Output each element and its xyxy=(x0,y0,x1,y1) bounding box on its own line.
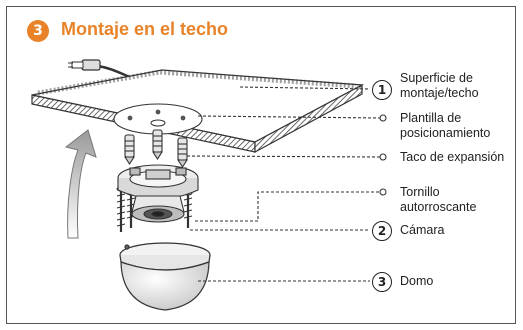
instruction-panel xyxy=(6,6,516,324)
positioning-template xyxy=(113,103,203,135)
template-label: Plantilla de posicionamiento xyxy=(400,111,491,140)
dome-cover xyxy=(119,242,211,311)
surface-number-marker: 1 xyxy=(372,80,392,100)
screw-label: Tornillo autorroscante xyxy=(400,185,477,214)
camera-base xyxy=(117,164,199,223)
cable-icon xyxy=(68,59,133,80)
camera-label: Cámara xyxy=(400,223,445,237)
install-direction-arrow xyxy=(64,129,97,239)
callout-lines xyxy=(186,86,381,282)
anchor-callout-dot xyxy=(379,153,387,161)
anchor-label: Taco de expansión xyxy=(400,150,505,164)
step-number-badge: 3 xyxy=(27,20,49,42)
screw-callout-dot xyxy=(379,188,387,196)
template-callout-dot xyxy=(379,114,387,122)
dome-label: Domo xyxy=(400,274,434,288)
camera-number-marker: 2 xyxy=(372,221,392,241)
step-title: Montaje en el techo xyxy=(61,19,229,39)
dome-number-marker: 3 xyxy=(372,272,392,292)
expansion-anchors xyxy=(123,129,189,169)
surface-label: Superficie de montaje/techo xyxy=(400,71,479,100)
